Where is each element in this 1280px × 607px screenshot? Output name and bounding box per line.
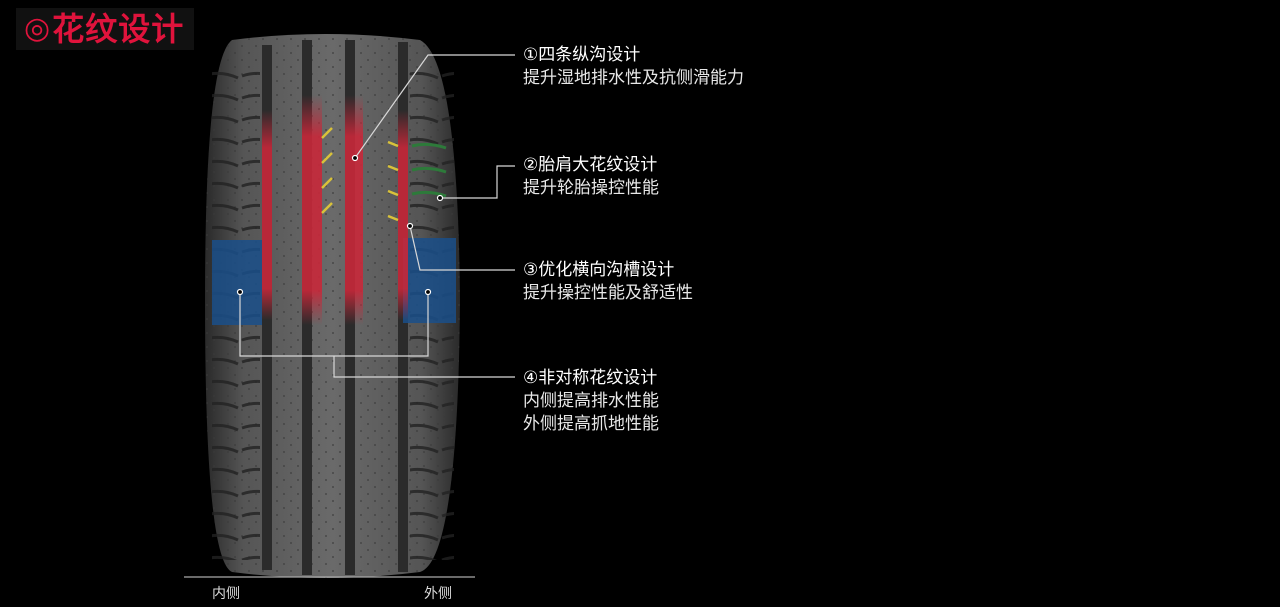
- callout-longitudinal-grooves: ① 四条纵沟设计 提升湿地排水性及抗侧滑能力: [523, 44, 744, 90]
- callout-shoulder-pattern: ② 胎肩大花纹设计 提升轮胎操控性能: [523, 154, 659, 200]
- callout-asymmetric-pattern: ④ 非对称花纹设计 内侧提高排水性能 外侧提高抓地性能: [523, 367, 659, 436]
- callout-description: 提升操控性能及舒适性: [523, 283, 693, 303]
- transverse-groove-marks: [321, 127, 399, 222]
- leader-lines: [239, 54, 515, 378]
- inner-side-label: 内侧: [212, 586, 240, 602]
- shoulder-block-marks: [411, 142, 447, 198]
- asymmetric-zones: [212, 238, 456, 325]
- callout-description: 外侧提高抓地性能: [523, 414, 659, 434]
- callout-title: 优化横向沟槽设计: [538, 260, 675, 280]
- callout-number: ④: [523, 368, 539, 388]
- section-title: ◎ 花纹设计: [16, 8, 195, 50]
- double-circle-icon: ◎: [24, 11, 51, 46]
- title-text: 花纹设计: [52, 10, 185, 48]
- callout-number: ③: [523, 260, 539, 280]
- outer-side-label: 外侧: [424, 586, 452, 602]
- callout-description: 提升轮胎操控性能: [523, 178, 659, 198]
- callout-title: 胎肩大花纹设计: [538, 155, 658, 175]
- callout-number: ②: [523, 155, 539, 175]
- callout-title: 非对称花纹设计: [538, 368, 658, 388]
- callout-transverse-grooves: ③ 优化横向沟槽设计 提升操控性能及舒适性: [523, 259, 693, 305]
- callout-number: ①: [523, 45, 539, 65]
- callout-description: 提升湿地排水性及抗侧滑能力: [523, 68, 744, 88]
- callout-description: 内侧提高排水性能: [523, 391, 659, 411]
- callout-title: 四条纵沟设计: [538, 45, 641, 65]
- leader-dots: [236, 154, 444, 296]
